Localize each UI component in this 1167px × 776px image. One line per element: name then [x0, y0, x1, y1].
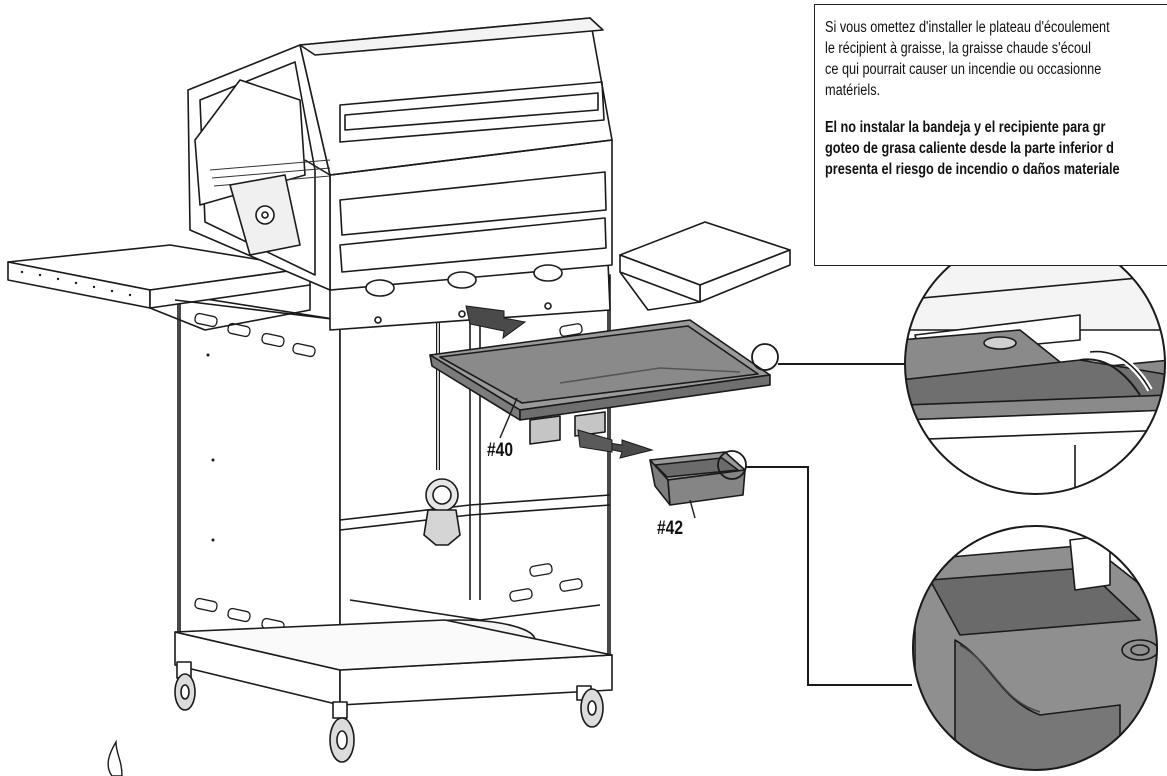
warning-es-line-2: goteo de grasa caliente desde la parte i… [825, 140, 1114, 157]
warning-es-line-3: presenta el riesgo de incendio o daños m… [825, 161, 1120, 178]
caster-wheels [174, 661, 604, 763]
tray-insert-arrow [465, 305, 527, 340]
flame-logo-icon [107, 739, 123, 776]
tray-detail-marker [751, 343, 779, 371]
warning-fr-line-4: matériels. [825, 82, 881, 99]
warning-es-line-1: El no instalar la bandeja y el recipient… [825, 119, 1106, 136]
grill-cart [174, 274, 613, 763]
part-label-grease-cup: #42 [657, 518, 683, 539]
cup-detail-zoom [912, 525, 1158, 771]
insertion-arrows [465, 305, 654, 459]
burner-knobs [365, 264, 563, 324]
left-side-shelf [7, 244, 341, 331]
grill-lid [187, 17, 613, 331]
part-label-drip-tray: #40 [487, 440, 513, 461]
warning-fr-line-2: le récipient à graisse, la graisse chaud… [825, 40, 1091, 57]
warning-fr-line-3: ce qui pourrait causer un incendie ou oc… [825, 61, 1102, 78]
callout-leader-lines [746, 363, 912, 686]
warning-box: Si vous omettez d'installer le plateau d… [814, 4, 1167, 266]
grease-cup [649, 451, 746, 519]
right-side-shelf [619, 221, 791, 311]
warning-fr-line-1: Si vous omettez d'installer le plateau d… [825, 19, 1110, 36]
tray-detail-zoom [904, 233, 1166, 495]
drip-tray [429, 319, 771, 445]
cup-detail-marker [717, 450, 747, 480]
grill-illustration [7, 17, 791, 763]
